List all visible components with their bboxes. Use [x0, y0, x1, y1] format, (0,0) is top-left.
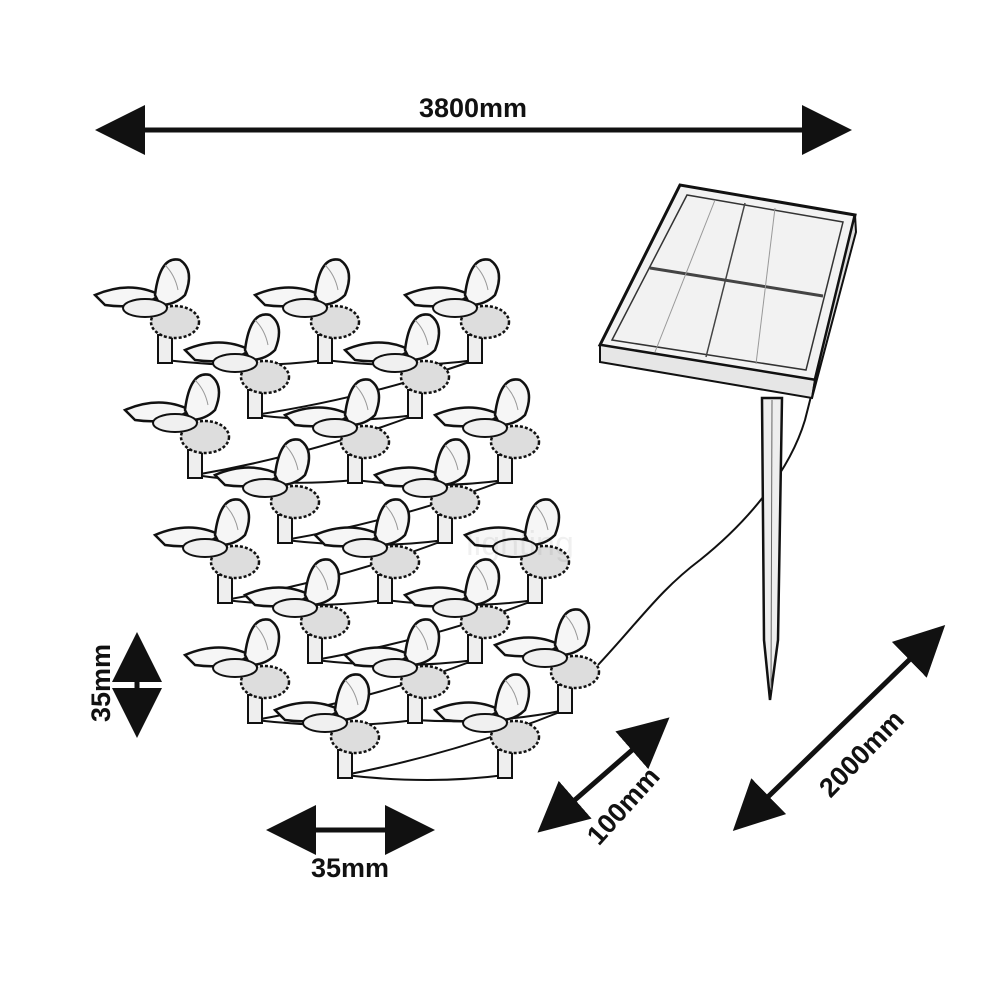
- spacing-label: 100mm: [581, 761, 666, 850]
- butterfly-light: [342, 313, 451, 419]
- butterfly-light: [462, 498, 571, 604]
- wire-segment: [344, 774, 506, 781]
- butterfly-light: [372, 438, 481, 544]
- butterfly-light: [432, 673, 541, 779]
- butterfly-light: [282, 378, 391, 484]
- butterfly-light: [492, 608, 601, 714]
- butterfly-light: [402, 258, 511, 364]
- butterfly-light: [212, 438, 321, 544]
- butterfly-light: [122, 373, 231, 479]
- cable-label: 2000mm: [813, 704, 910, 803]
- solar-panel: [597, 183, 858, 400]
- butterfly-light: [92, 258, 201, 364]
- butterfly-light: [182, 313, 291, 419]
- cable-arrow: [732, 625, 946, 831]
- width-label: 35mm: [311, 853, 389, 883]
- butterfly-lights: [92, 258, 601, 779]
- butterfly-light: [252, 258, 361, 364]
- butterfly-light: [402, 558, 511, 664]
- butterfly-light: [312, 498, 421, 604]
- butterfly-light: [182, 618, 291, 724]
- height-label: 35mm: [86, 644, 116, 722]
- butterfly-light: [272, 673, 381, 779]
- length-label: 3800mm: [419, 93, 527, 123]
- ground-stake: [760, 396, 784, 701]
- butterfly-light: [152, 498, 261, 604]
- watermark-logo: lighting: [466, 525, 574, 563]
- butterfly-light: [432, 378, 541, 484]
- spacing-arrow: [537, 717, 670, 833]
- butterfly-light: [342, 618, 451, 724]
- wire-segment: [344, 709, 566, 776]
- butterfly-light: [242, 558, 351, 664]
